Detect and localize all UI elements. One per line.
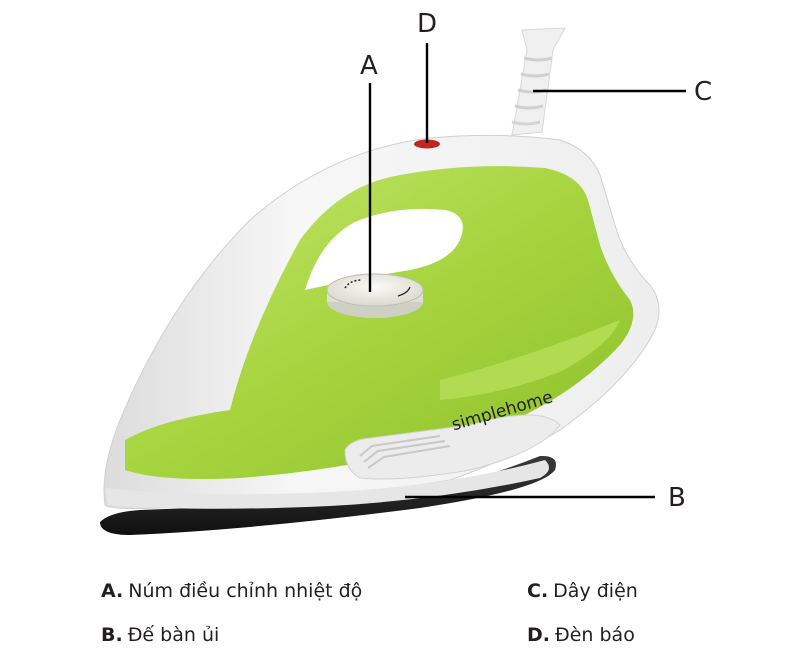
callout-label-a: A [360,51,378,81]
soleplate [100,455,556,535]
handle-opening [305,208,463,290]
legend-key: D. [527,624,550,646]
power-cord [511,27,566,136]
legend-label: Dây điện [553,580,638,602]
heel-trim [344,414,561,480]
callout-label-d: D [417,9,438,39]
legend-key: A. [101,580,124,602]
legend-key: B. [101,624,123,646]
temperature-dial [326,273,424,318]
callout-label-c: C [694,77,713,107]
legend-label: Đèn báo [555,624,635,646]
callout-lines [368,43,686,499]
legend-label: Đế bàn ủi [127,624,220,646]
callout-label-b: B [668,483,686,513]
legend-item-b: B.Đế bàn ủi [101,626,219,645]
legend-item-c: C.Dây điện [527,582,638,601]
legend-item-d: D.Đèn báo [527,626,635,645]
iron-illustration [100,27,660,535]
iron-diagram: simplehome A B C D [100,9,713,535]
iron-body-green [125,166,634,479]
legend-key: C. [527,580,549,602]
legend: A.Núm điều chỉnh nhiệt độ B.Đế bàn ủi C.… [0,570,800,664]
legend-label: Núm điều chỉnh nhiệt độ [128,580,363,602]
indicator-light [414,139,440,149]
legend-item-a: A.Núm điều chỉnh nhiệt độ [101,582,362,601]
